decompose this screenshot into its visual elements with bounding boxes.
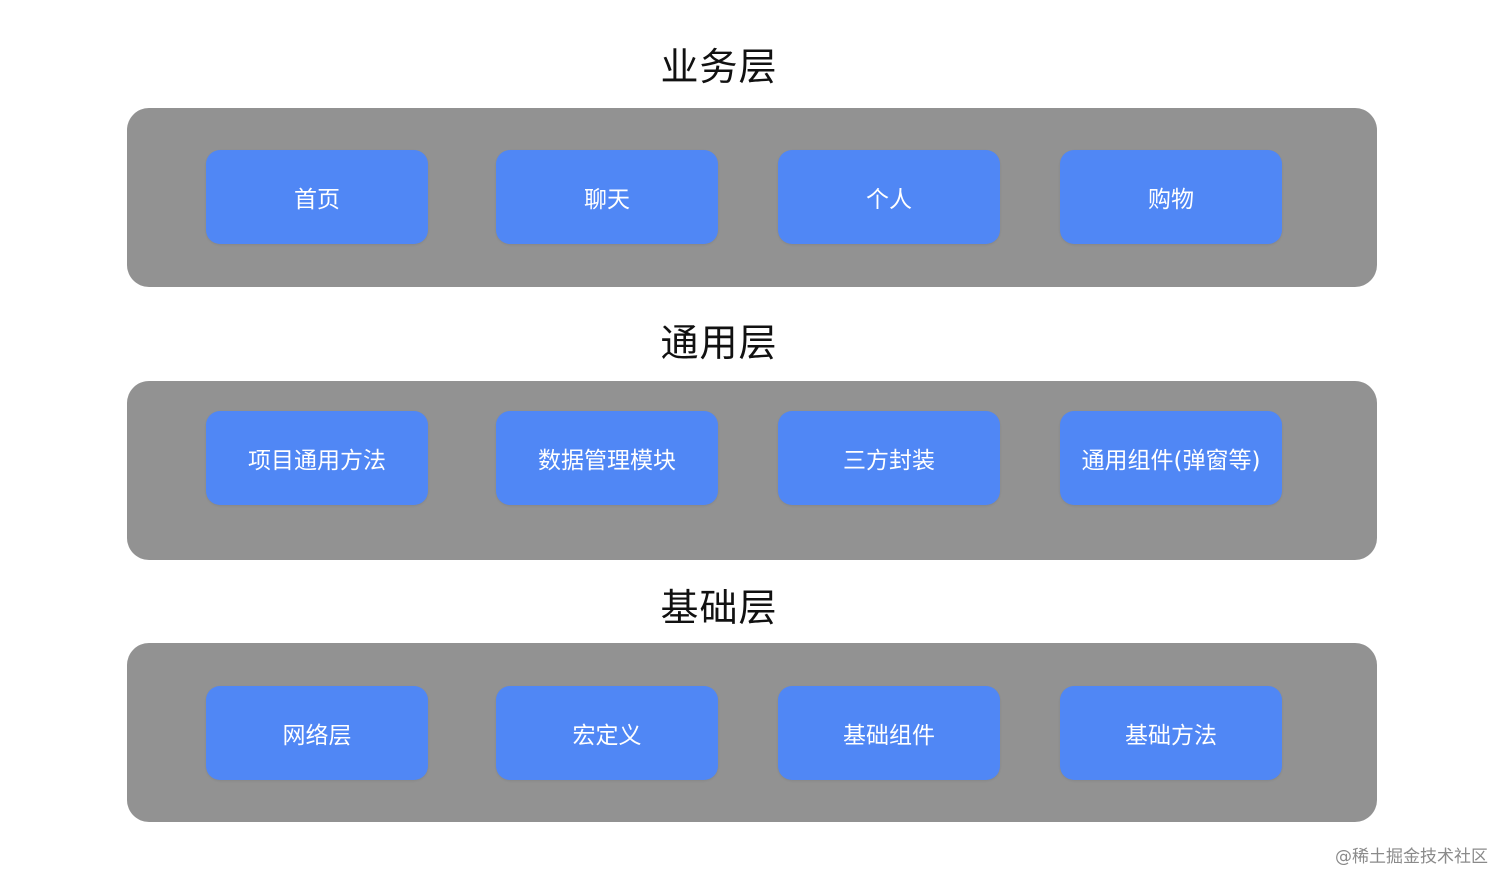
module-box: 购物: [1060, 150, 1282, 244]
module-box: 数据管理模块: [496, 411, 718, 505]
module-box: 通用组件(弹窗等): [1060, 411, 1282, 505]
module-box: 项目通用方法: [206, 411, 428, 505]
module-box: 三方封装: [778, 411, 1000, 505]
layer-panel-common: 项目通用方法 数据管理模块 三方封装 通用组件(弹窗等): [127, 381, 1377, 560]
module-box: 个人: [778, 150, 1000, 244]
layer-title-business: 业务层: [660, 45, 778, 89]
module-box: 聊天: [496, 150, 718, 244]
layer-panel-base: 网络层 宏定义 基础组件 基础方法: [127, 643, 1377, 822]
layer-title-common: 通用层: [660, 321, 778, 365]
layer-panel-business: 首页 聊天 个人 购物: [127, 108, 1377, 287]
module-box: 基础组件: [778, 686, 1000, 780]
module-box: 宏定义: [496, 686, 718, 780]
module-box: 基础方法: [1060, 686, 1282, 780]
watermark: @稀土掘金技术社区: [1335, 847, 1488, 867]
module-box: 网络层: [206, 686, 428, 780]
layer-title-base: 基础层: [660, 586, 778, 630]
module-box: 首页: [206, 150, 428, 244]
